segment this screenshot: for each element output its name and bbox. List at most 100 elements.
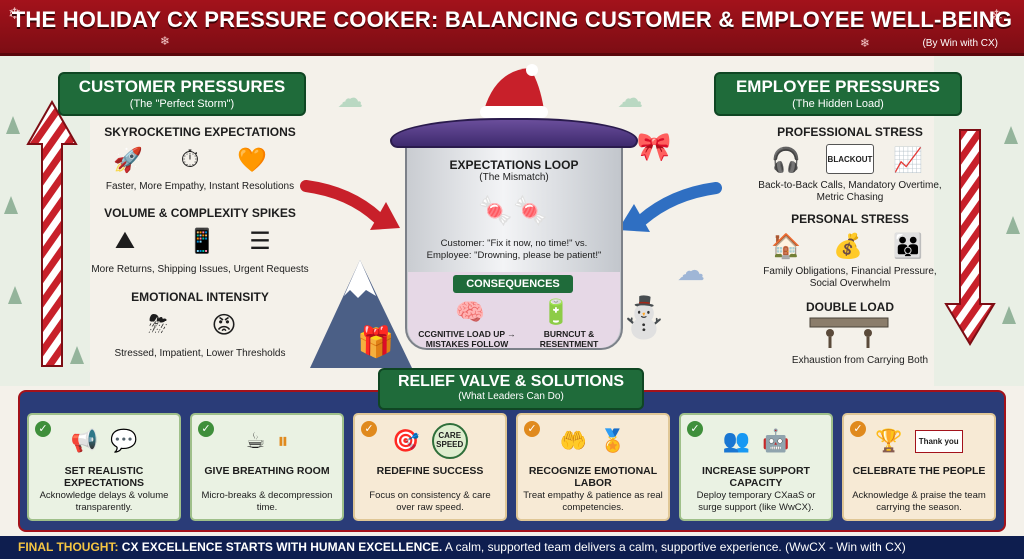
steam-puff-icon: ☁ (337, 82, 363, 113)
footer-text: A calm, supported team delivers a calm, … (444, 540, 906, 554)
customer-pressures-header: CUSTOMER PRESSURES (The "Perfect Storm") (58, 72, 306, 116)
card-description: Deploy temporary CXaaS or surge support … (696, 490, 816, 513)
card-description: Focus on consistency & care over raw spe… (369, 490, 491, 513)
group-caption: Back-to-Back Calls, Mandatory Overtime, … (758, 180, 942, 203)
check-icon: ✓ (850, 421, 866, 437)
card-title: REDEFINE SUCCESS (376, 465, 484, 477)
customer-pressures-title: CUSTOMER PRESSURES (78, 77, 286, 96)
target-icon: 🎯 (392, 428, 420, 453)
group-heading: EMOTIONAL INTENSITY (131, 290, 269, 304)
mountain-boxes-icon: ⛰ (114, 227, 136, 254)
check-icon: ✓ (524, 421, 540, 437)
list-icon: ☰ (249, 227, 271, 255)
snowflake-icon: ❄ (860, 36, 871, 50)
medal-icon: 🏅 (599, 428, 627, 453)
peppermint-loop-icon: 🍬🍬 (478, 194, 548, 226)
group-heading: PERSONAL STRESS (791, 212, 909, 226)
stopwatch-icon: ⏱ (180, 146, 200, 173)
card-description: Treat empathy & patience as real compete… (523, 490, 663, 513)
solution-card-support-capacity: ✓ 👥🤖 INCREASE SUPPORT CAPACITY Deploy te… (679, 413, 833, 521)
page-title: THE HOLIDAY CX PRESSURE COOKER: BALANCIN… (11, 7, 1013, 32)
card-title: GIVE BREATHING ROOM (204, 465, 330, 477)
house-icon: 🏠 (771, 232, 801, 260)
coffee-cup-icon: ☕ (245, 428, 266, 453)
thank-you-card-icon: Thank you (914, 429, 963, 453)
tree-icon (4, 196, 18, 214)
tree-icon (6, 116, 20, 134)
headset-icon: 🎧 (771, 146, 801, 174)
care-speed-badge: CARE SPEED (431, 423, 468, 459)
pause-icon: ⏸ (277, 428, 289, 453)
title-banner: ❄ ❄ ❄ ❄ THE HOLIDAY CX PRESSURE COOKER: … (0, 0, 1024, 56)
rising-pressure-arrow (26, 100, 78, 367)
heart-cookie-icon: 🧡 (237, 146, 267, 174)
falling-capacity-arrow (944, 129, 996, 346)
relief-subtitle: (What Leaders Can Do) (458, 391, 564, 402)
group-heading: SKYROCKETING EXPECTATIONS (104, 125, 296, 139)
relief-title: RELIEF VALVE & SOLUTIONS (397, 373, 625, 390)
employee-pressure-arrow (618, 182, 722, 232)
consequence-cognitive-load: CCGNITIVE LOAD UP → MISTAKES FOLLOW (418, 329, 516, 349)
gift-boxes-icon: 🎁 (357, 325, 395, 359)
carrying-load-icon (809, 317, 889, 348)
card-title: INCREASE SUPPORT CAPACITY (702, 465, 810, 490)
footer-headline: CX EXCELLENCE STARTS WITH HUMAN EXCELLEN… (121, 540, 443, 554)
steam-puff-icon: ☁ (617, 82, 643, 113)
final-thought-footer: FINAL THOUGHT: CX EXCELLENCE STARTS WITH… (0, 536, 1024, 559)
snowflake-icon: ❄ (160, 34, 171, 48)
angry-face-icon: 😡 (211, 311, 237, 339)
check-icon: ✓ (35, 421, 51, 437)
tree-icon (1002, 306, 1016, 324)
tree-icon (70, 346, 84, 364)
card-title: RECOGNIZE EMOTIONAL LABOR (528, 465, 658, 490)
tree-icon (1006, 216, 1020, 234)
brain-icon: 🧠 (455, 298, 485, 326)
card-title: CELEBRATE THE PEOPLE (852, 465, 986, 477)
group-caption: Family Obligations, Financial Pressure, … (763, 266, 937, 289)
snowman-icon: ⛄ (619, 295, 669, 340)
solution-card-expectations: ✓ 📢💬 SET REALISTIC EXPECTATIONS Acknowle… (27, 413, 181, 521)
group-caption: Stressed, Impatient, Lower Thresholds (114, 348, 286, 359)
snowflake-icon: ❄ (990, 8, 1004, 25)
relief-header: RELIEF VALVE & SOLUTIONS (What Leaders C… (378, 368, 644, 410)
check-icon: ✓ (361, 421, 377, 437)
solution-card-breathing-room: ✓ ☕ ⏸ GIVE BREATHING ROOM Micro-breaks & … (190, 413, 344, 521)
family-icon: 👪 (893, 232, 923, 260)
santa-hat-icon (480, 64, 548, 118)
group-caption: Faster, More Empathy, Instant Resolution… (105, 181, 295, 192)
snowflake-icon: ❄ (8, 6, 22, 23)
customer-pressure-arrow (300, 180, 400, 230)
group-heading: VOLUME & COMPLEXITY SPIKES (104, 206, 296, 220)
employee-pressures-subtitle: (The Hidden Load) (792, 98, 884, 110)
team-icon: 👥 (722, 428, 750, 453)
storm-cloud-icon: ⛈ (148, 311, 168, 338)
loop-subtitle: (The Mismatch) (479, 172, 549, 183)
card-title: SET REALISTIC EXPECTATIONS (63, 465, 145, 490)
group-caption: Exhaustion from Carrying Both (791, 355, 929, 366)
tree-icon (1004, 126, 1018, 144)
solution-card-emotional-labor: ✓ 🤲 🏅 RECOGNIZE EMOTIONAL LABOR Treat emp… (516, 413, 670, 521)
calendar-icon: BLACKOUT (826, 144, 874, 174)
snow-cloud-icon: ☁ (677, 254, 705, 286)
megaphone-icon: 📢 (70, 428, 98, 453)
byline: (By Win with CX) (922, 38, 998, 49)
check-icon: ✓ (198, 421, 214, 437)
customer-pressures-subtitle: (The "Perfect Storm") (129, 98, 235, 110)
employee-pressures-title: EMPLOYEE PRESSURES (735, 77, 941, 96)
chart-icon: 📈 (893, 146, 923, 174)
card-description: Micro-breaks & decompression time. (201, 490, 333, 513)
footer-lead: FINAL THOUGHT: (18, 540, 119, 554)
group-heading: PROFESSIONAL STRESS (777, 125, 923, 139)
quote-employee: Employee: "Drowning, please be patient!" (426, 250, 602, 261)
check-icon: ✓ (687, 421, 703, 437)
pot-lid (390, 118, 638, 148)
snowy-mountain-icon (310, 260, 412, 368)
loop-title: EXPECTATIONS LOOP (449, 158, 579, 172)
card-description: Acknowledge delays & volume transparentl… (39, 490, 169, 513)
group-caption: More Returns, Shipping Issues, Urgent Re… (91, 264, 309, 275)
bow-icon: 🎀 (636, 130, 672, 162)
money-bag-icon: 💰 (833, 232, 863, 260)
tree-icon (8, 286, 22, 304)
heart-hand-icon: 🤲 (559, 428, 587, 453)
phone-icon: 📱 (187, 227, 217, 255)
